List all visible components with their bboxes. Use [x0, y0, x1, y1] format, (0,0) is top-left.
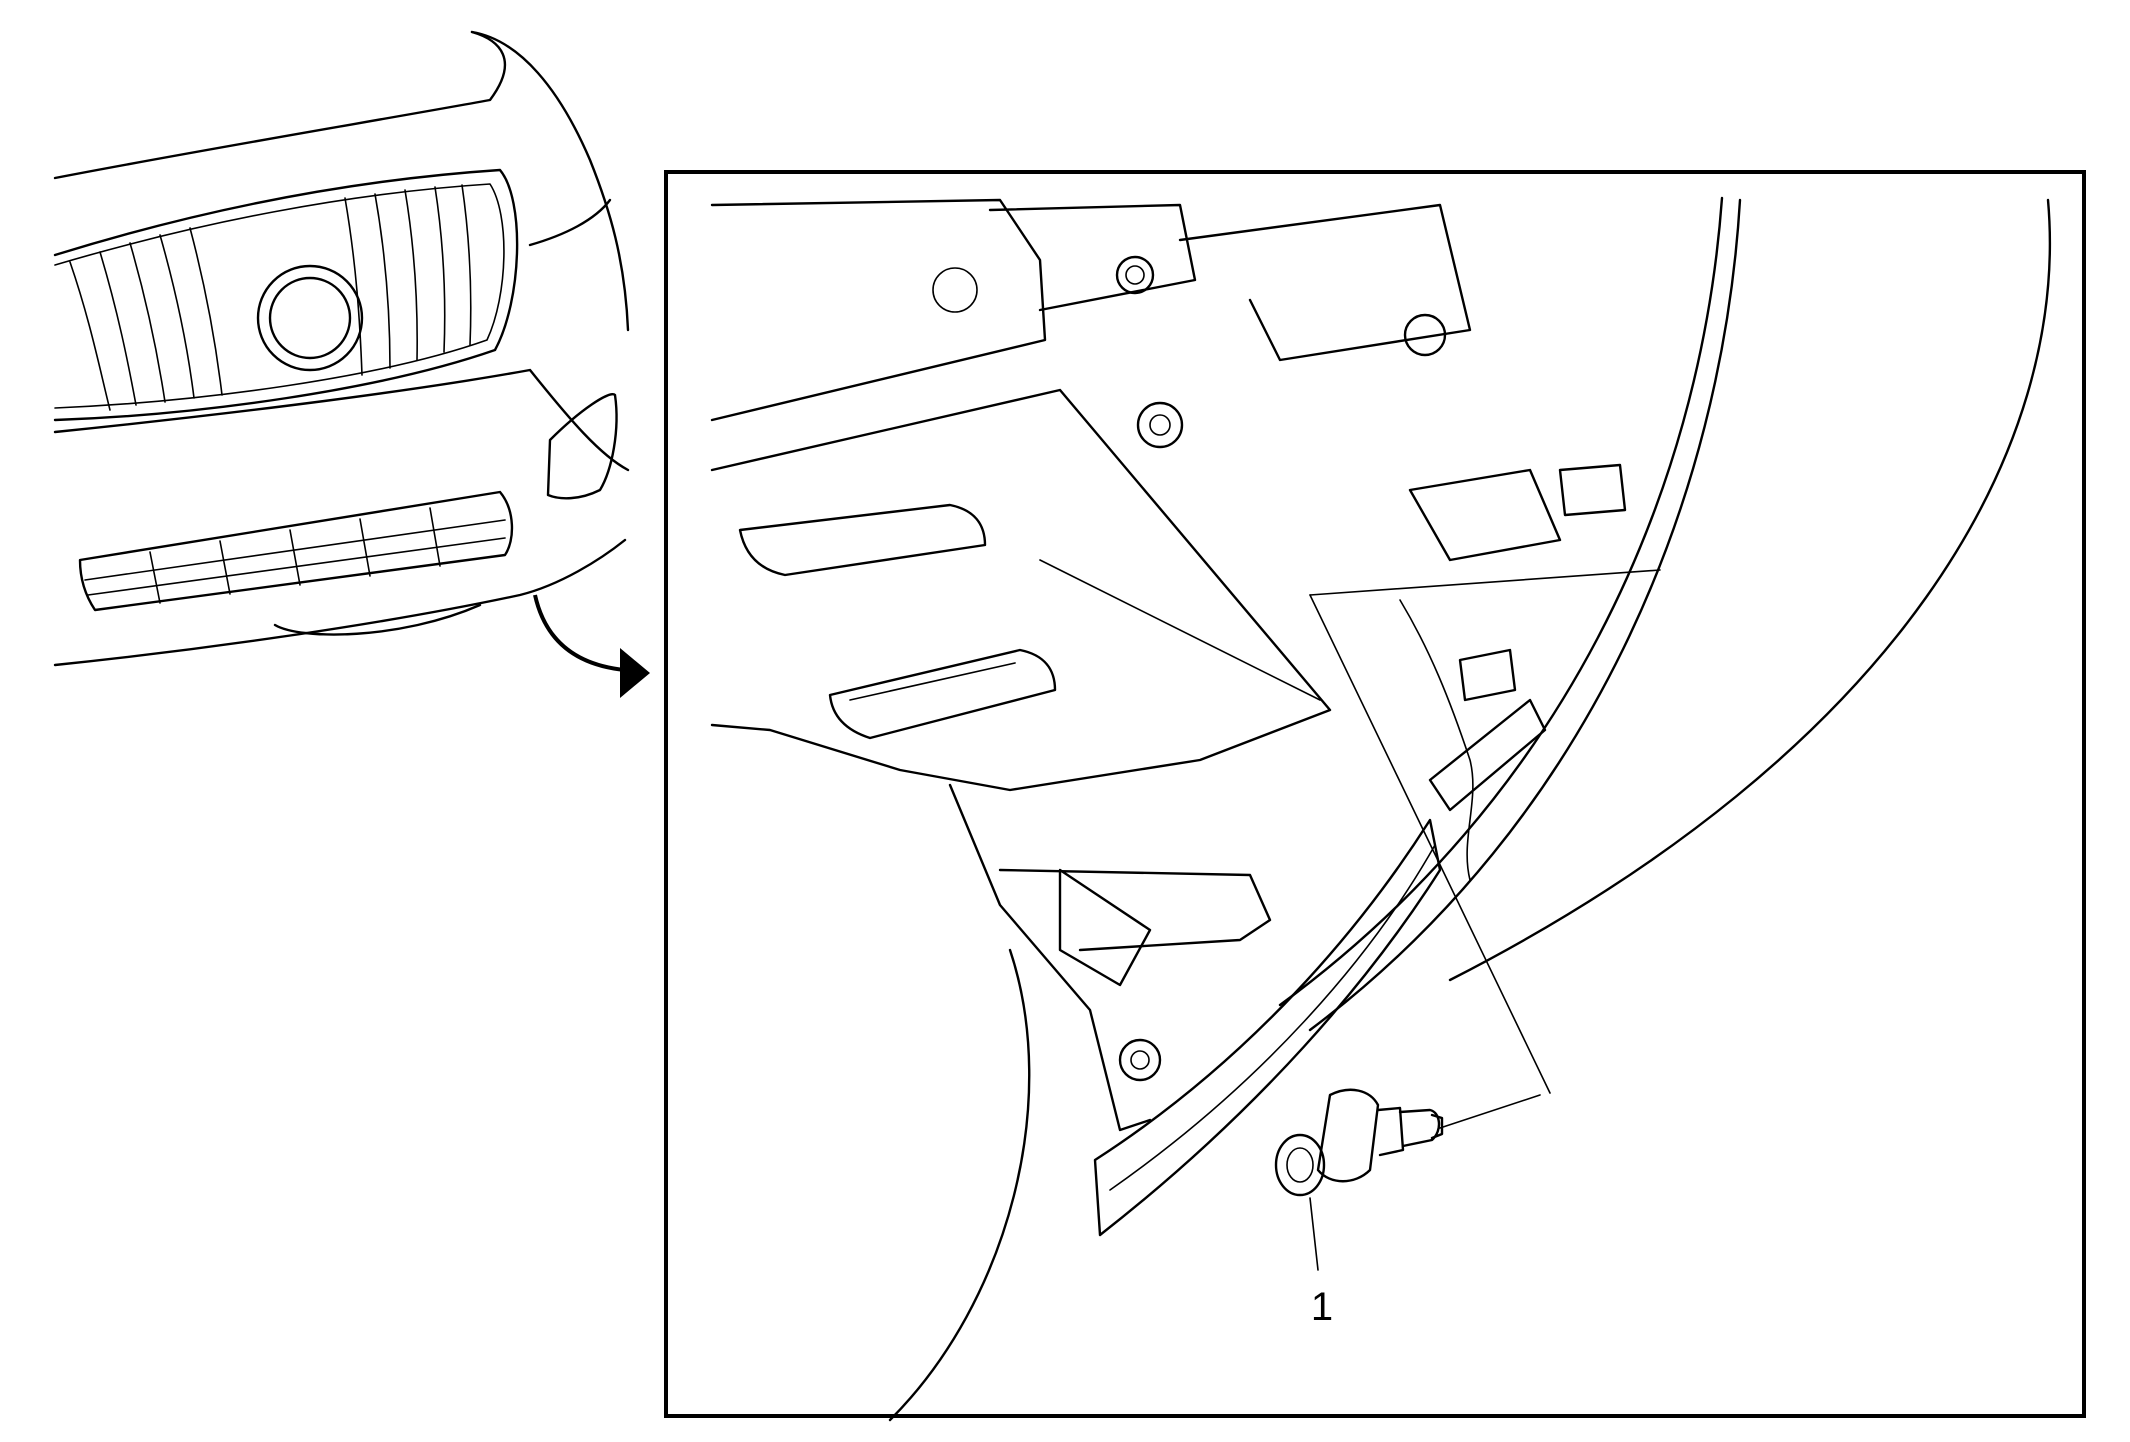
headlamp-outline [528, 198, 612, 247]
fascia-edge-curve [1308, 198, 1742, 1032]
fascia-inner-curve [1278, 196, 1724, 1007]
shield-slot-lower [828, 648, 1057, 740]
radiator-support [710, 198, 1047, 422]
harness-wire [1399, 599, 1474, 881]
grille-bars [69, 184, 472, 411]
vehicle-front-overview [53, 30, 650, 698]
fog-lamp-bulb-icon [1274, 1088, 1444, 1197]
grille-surround [53, 168, 519, 422]
shield-fold [1039, 559, 1321, 701]
lamp-mount-rail [1428, 698, 1547, 812]
fascia-outer-curve [1448, 198, 2052, 982]
hood-latch-bolt-inner [1125, 265, 1145, 285]
shield-slot-upper [738, 503, 987, 577]
grille-inner [54, 183, 505, 409]
mount-bolt [1136, 401, 1184, 449]
wheel-opening-curve [888, 948, 1031, 1422]
bumper-lower [53, 538, 627, 667]
fog-lamp-bezel [546, 393, 618, 500]
lower-grille-slats [84, 507, 506, 604]
lower-trim-strip-inner [1109, 844, 1436, 1191]
hood-latch-bolt [1115, 255, 1155, 295]
lamp-bracket-tab [1058, 868, 1152, 987]
lamp-housing [948, 783, 1152, 1132]
bumper-chin [273, 603, 482, 636]
hood-outline [53, 30, 507, 180]
small-hole [932, 267, 978, 313]
hood-edge [470, 30, 630, 332]
shield-slot-lower-inner [849, 662, 1016, 701]
upper-bracket [988, 203, 1197, 312]
housing-bolt [1118, 1038, 1162, 1082]
harness-bracket [1408, 468, 1562, 562]
callout-leader [1309, 1197, 1319, 1271]
splash-shield [710, 388, 1332, 792]
harness-clip [1458, 648, 1517, 702]
zoom-line-left [1309, 569, 1661, 596]
callout-number: 1 [1311, 1285, 1333, 1329]
upper-bolt [1403, 313, 1447, 357]
emblem-ring [256, 264, 364, 372]
housing-bolt-inner [1130, 1050, 1150, 1070]
emblem-center [268, 276, 352, 360]
mount-bolt-inner [1149, 414, 1171, 436]
lower-trim-strip [1093, 818, 1442, 1237]
zoom-line-lower [1439, 1094, 1541, 1129]
lower-grille [78, 490, 514, 612]
cross-member [1178, 203, 1472, 362]
zoom-line-upper [1309, 594, 1551, 1094]
detail-view-fog-lamp-area: 1 [710, 196, 2052, 1422]
detail-frame [664, 170, 2086, 1418]
detail-arrow-head [620, 648, 650, 698]
lamp-housing-inner [998, 868, 1272, 952]
harness-connector [1558, 463, 1627, 517]
detail-arrow [533, 594, 626, 672]
bumper-upper [53, 368, 630, 472]
